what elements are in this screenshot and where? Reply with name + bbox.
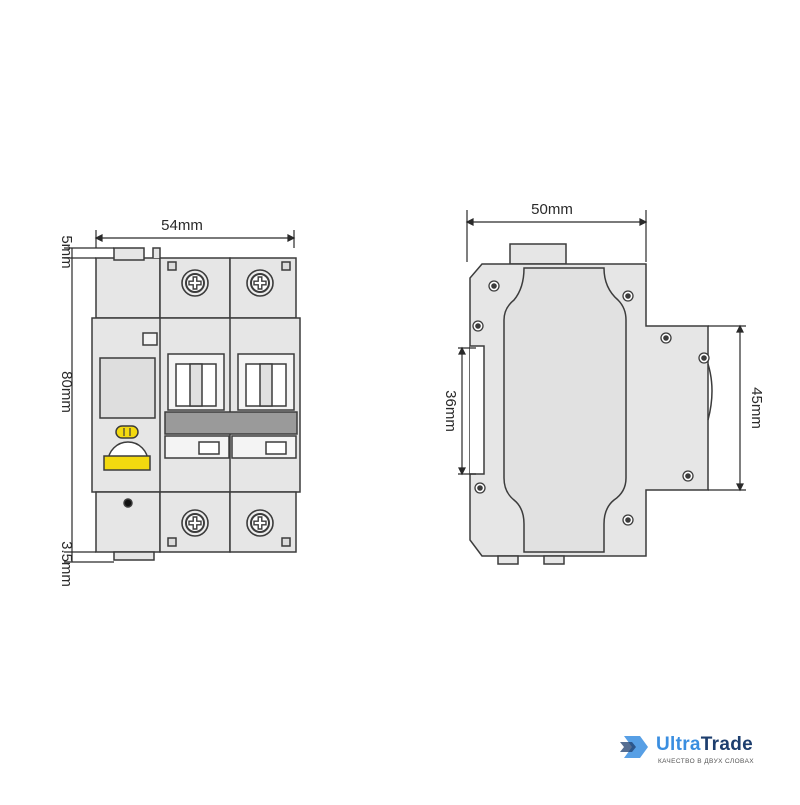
rivet-icon [660,332,672,344]
front-top-left-block [95,257,161,319]
side-view [469,243,713,565]
rivet-icon [488,280,500,292]
phillips-screw-icon [181,509,209,537]
phillips-screw-icon [181,269,209,297]
dim-front-height: 80mm [58,371,75,413]
logo-word-trade: Trade [700,734,753,755]
dim-side-rail: 36mm [442,390,459,432]
logo-tagline: КАЧЕСТВО В ДВУХ СЛОВАХ [658,758,755,765]
rivet-icon [474,482,486,494]
front-top-notch-1 [167,261,177,271]
front-top-tab [113,247,145,261]
front-window [99,357,156,419]
front-label-slot [142,332,158,346]
front-pole-window-2 [265,441,287,455]
front-top-notch-2 [281,261,291,271]
front-bottom-tab [113,551,155,561]
ultratrade-logo-icon [620,736,648,758]
side-rail-slot [470,345,485,475]
rivet-icon [472,320,484,332]
front-black-dot [123,498,133,508]
dim-side-width: 50mm [531,201,573,218]
front-yellow-handle [103,455,151,471]
dim-side-depth: 45mm [748,387,765,429]
dim-front-width: 54mm [161,217,203,234]
front-pole-window-1 [198,441,220,455]
rivet-icon [682,470,694,482]
rivet-icon [622,290,634,302]
front-bottom-notch-2 [281,537,291,547]
side-dimensions [458,210,746,492]
front-yellow-indicator [115,425,139,439]
dim-front-top: 5mm [58,235,75,268]
front-handle-bar [164,411,298,435]
side-top-tab [509,243,567,265]
front-bottom-notch-1 [167,537,177,547]
phillips-screw-icon [246,509,274,537]
front-dimensions [64,230,296,563]
front-top-clip [152,247,161,258]
phillips-screw-icon [246,269,274,297]
logo-wordmark: UltraTrade [656,734,753,756]
logo-word-ultra: Ultra [656,734,701,755]
side-inner-profile [503,267,627,553]
ultratrade-logo: UltraTrade КАЧЕСТВО В ДВУХ СЛОВАХ [618,728,778,772]
rivet-icon [698,352,710,364]
rivet-icon [622,514,634,526]
front-view [91,247,301,561]
dim-front-bottom: 3.5mm [58,541,75,587]
